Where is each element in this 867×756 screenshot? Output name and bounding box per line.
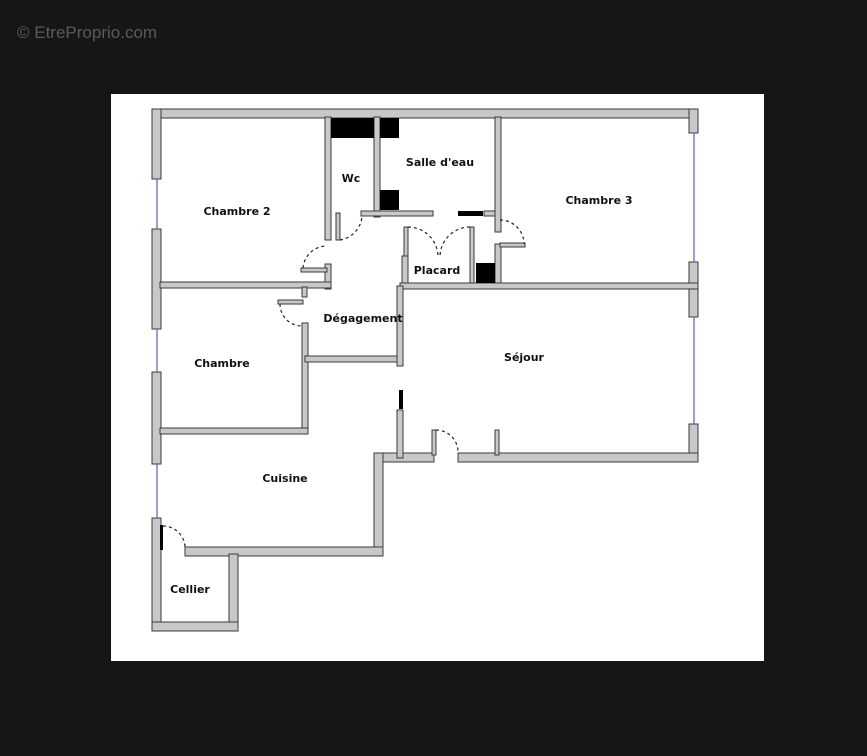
room-label-wc: Wc bbox=[342, 172, 361, 185]
room-label-degagement: Dégagement bbox=[323, 312, 402, 325]
room-label-cellier: Cellier bbox=[170, 583, 210, 596]
floor-plan-card bbox=[111, 94, 764, 661]
room-labels: Chambre 2 Wc Salle d'eau Chambre 3 Placa… bbox=[170, 156, 632, 596]
watermark: © EtreProprio.com bbox=[17, 23, 158, 42]
walls bbox=[151, 108, 699, 632]
room-label-sejour: Séjour bbox=[504, 351, 545, 364]
door-swings bbox=[162, 215, 525, 549]
windows bbox=[156, 133, 695, 518]
room-label-salle-d-eau: Salle d'eau bbox=[406, 156, 474, 169]
room-label-placard: Placard bbox=[414, 264, 461, 277]
room-label-chambre: Chambre bbox=[194, 357, 250, 370]
room-label-cuisine: Cuisine bbox=[262, 472, 307, 485]
ducts bbox=[160, 118, 495, 550]
room-label-chambre-2: Chambre 2 bbox=[203, 205, 270, 218]
room-label-chambre-3: Chambre 3 bbox=[565, 194, 632, 207]
